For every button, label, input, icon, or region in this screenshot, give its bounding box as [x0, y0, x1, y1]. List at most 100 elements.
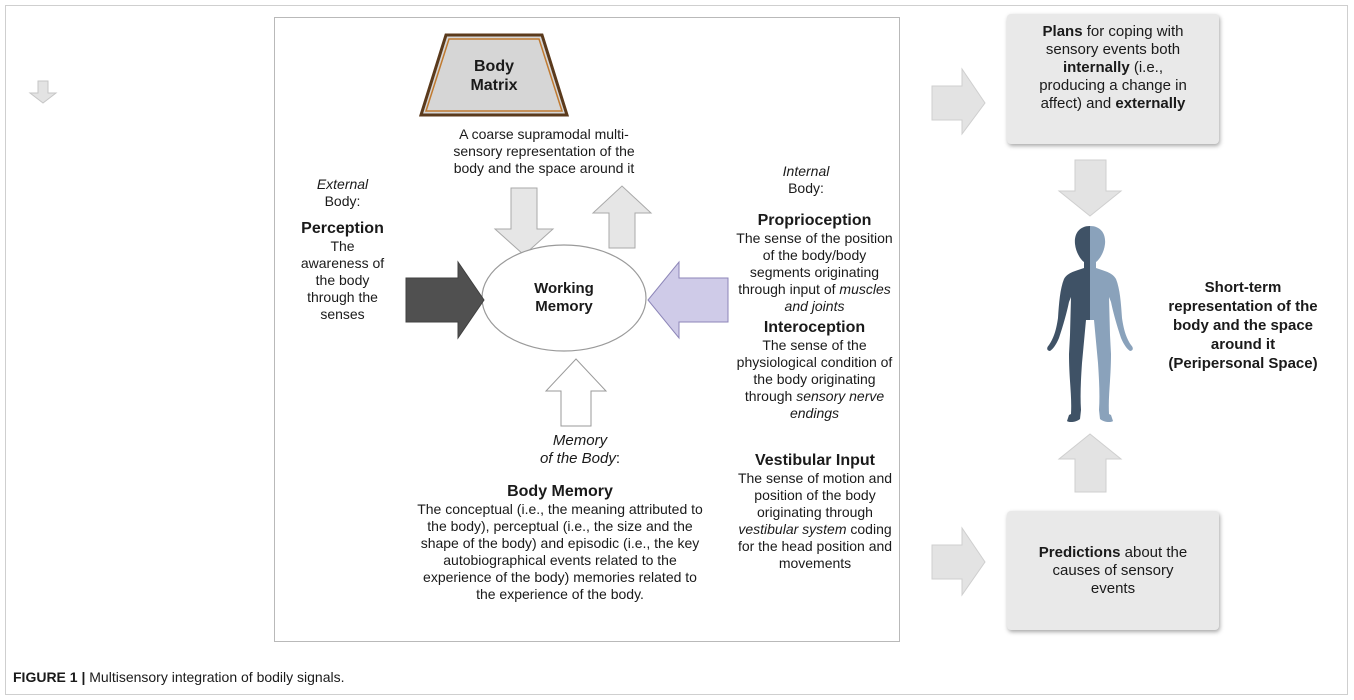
figure-frame: [5, 5, 1348, 695]
proprioception-heading: Proprioception: [757, 212, 872, 229]
vestibular-desc-line: for the head position and: [737, 538, 893, 554]
plans-line: sensory events both: [1045, 41, 1181, 58]
to-predictions-arrow: [931, 526, 986, 597]
main-diagram-box: [274, 17, 900, 642]
vestibular-italic: vestibular system: [738, 521, 847, 537]
small-down-arrow: [28, 80, 58, 104]
body-matrix-desc-line: A coarse supramodal multi-: [459, 126, 629, 142]
vestibular-desc-line: position of the body: [754, 487, 876, 503]
perception-desc-line: senses: [320, 306, 365, 322]
vestibular-block: Vestibular Input The sense of motion and…: [730, 451, 900, 572]
plans-line: (i.e.,: [1133, 59, 1164, 76]
body-matrix-title-line: Matrix: [470, 77, 518, 94]
body-memory-desc-line: the experience of the body.: [476, 586, 644, 602]
vestibular-desc-line: The sense of motion and: [737, 470, 893, 486]
working-memory-line: Memory: [535, 298, 593, 315]
vestibular-desc-line: originating through: [757, 504, 873, 520]
interoception-desc-line: The sense of the: [762, 337, 867, 353]
plans-to-body-arrow: [1057, 159, 1123, 217]
body-matrix-desc-line: body and the space around it: [453, 160, 635, 176]
predictions-line: events: [1090, 580, 1136, 597]
perception-arrow: [405, 260, 485, 340]
body-memory-block: Body Memory The conceptual (i.e., the me…: [395, 482, 725, 603]
plans-line: affect) and: [1040, 95, 1112, 112]
matrix-to-memory-arrow: [493, 187, 555, 256]
external-body-block: External Body: Perception The awareness …: [285, 176, 400, 323]
short-term-representation: Short-term representation of the body an…: [1136, 278, 1350, 373]
proprioception-desc-line: segments originating: [749, 264, 880, 280]
proprioception-desc-line: through input of: [738, 281, 836, 297]
body-matrix-title: Body Matrix: [444, 57, 544, 95]
predictions-to-body-arrow: [1057, 433, 1123, 493]
interoception-desc-line: through: [744, 388, 793, 404]
body-matrix-inner-border: [424, 38, 564, 112]
perception-desc-line: The: [330, 238, 355, 254]
proprioception-italic: muscles: [839, 281, 891, 297]
caption-text: Multisensory integration of bodily signa…: [89, 669, 345, 685]
plans-bold: externally: [1115, 95, 1186, 112]
plans-box: [1007, 14, 1219, 144]
perception-heading: Perception: [301, 220, 384, 237]
working-memory-line: Working: [534, 280, 594, 297]
body-matrix-description: A coarse supramodal multi- sensory repre…: [414, 126, 674, 177]
body-memory-desc-line: autobiographical events related to the: [443, 552, 677, 568]
vestibular-heading: Vestibular Input: [754, 452, 875, 469]
body-matrix-title-line: Body: [474, 58, 514, 75]
human-body-figure: [1047, 226, 1133, 423]
proprioception-desc-line: The sense of the position: [736, 230, 893, 246]
predictions-bold: Predictions: [1038, 544, 1121, 561]
body-memory-arrow: [544, 358, 608, 427]
body-memory-desc-line: the body), perceptual (i.e., the size an…: [427, 518, 693, 534]
memory-to-matrix-arrow: [591, 185, 653, 249]
figure-caption: FIGURE 1 | Multisensory integration of b…: [13, 669, 345, 685]
vestibular-desc-line: coding: [850, 521, 892, 537]
interoception-block: Interoception The sense of the physiolog…: [732, 318, 897, 422]
memory-of-body-label: Memory of the Body:: [520, 432, 640, 468]
caption-label: FIGURE 1 |: [13, 669, 86, 685]
predictions-text: Predictions about the causes of sensory …: [1007, 544, 1219, 598]
plans-bold: internally: [1062, 59, 1130, 76]
perception-desc-line: through the: [307, 289, 378, 305]
external-label-rest: Body:: [324, 193, 361, 209]
body-memory-desc-line: The conceptual (i.e., the meaning attrib…: [417, 501, 703, 517]
proprioception-desc-line: of the body/body: [762, 247, 867, 263]
external-label: External: [316, 176, 369, 192]
internal-label: Internal: [782, 163, 830, 179]
interoception-heading: Interoception: [763, 319, 866, 336]
perception-desc-line: awareness of: [300, 255, 385, 271]
proprioception-italic: and joints: [784, 298, 845, 314]
vestibular-desc-line: movements: [778, 555, 852, 571]
interoception-desc-line: the body originating: [753, 371, 876, 387]
plans-text: Plans for coping with sensory events bot…: [1007, 23, 1219, 113]
interoception-italic: sensory nerve: [796, 388, 885, 404]
internal-label-rest: Body:: [788, 180, 824, 196]
short-term-line: around it: [1210, 336, 1276, 353]
memory-label-line: of the Body: [539, 450, 616, 467]
body-matrix-desc-line: sensory representation of the: [453, 143, 635, 159]
body-memory-heading: Body Memory: [507, 483, 613, 500]
internal-body-arrow: [647, 260, 729, 340]
short-term-line: representation of the: [1168, 298, 1318, 315]
plans-bold: Plans: [1042, 23, 1083, 40]
to-plans-arrow: [931, 67, 986, 136]
predictions-line: about the: [1124, 544, 1188, 561]
body-matrix-trapezoid: [418, 33, 570, 117]
short-term-line: body and the space: [1172, 317, 1314, 334]
interoception-italic: endings: [789, 405, 840, 421]
body-memory-desc-line: shape of the body) and episodic (i.e., t…: [420, 535, 700, 551]
memory-label-colon: :: [615, 450, 621, 467]
interoception-desc-line: physiological condition of: [736, 354, 893, 370]
predictions-line: causes of sensory: [1052, 562, 1174, 579]
internal-body-label: Internal Body:: [766, 163, 846, 197]
plans-line: producing a change in: [1039, 77, 1187, 94]
short-term-line: Short-term: [1204, 279, 1282, 296]
perception-desc-line: the body: [315, 272, 370, 288]
memory-label-line: Memory: [552, 432, 608, 449]
body-memory-desc-line: experience of the body) memories related…: [423, 569, 697, 585]
predictions-box: [1007, 511, 1219, 630]
working-memory-label: Working Memory: [504, 280, 624, 316]
plans-line: for coping with: [1086, 23, 1184, 40]
proprioception-block: Proprioception The sense of the position…: [732, 211, 897, 315]
short-term-line: (Peripersonal Space): [1168, 355, 1318, 372]
